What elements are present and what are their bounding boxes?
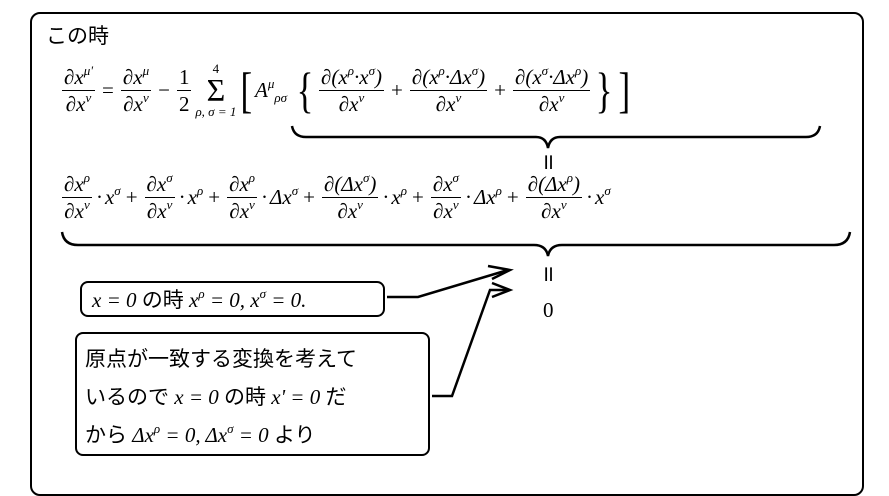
numerator: ∂xρ — [62, 170, 92, 198]
factor: Δxρ — [473, 183, 502, 209]
underbrace-line-2 — [60, 231, 852, 257]
derivative-fraction: ∂(Δxρ)∂xν — [525, 170, 582, 223]
derivative-fraction: ∂xσ∂xν — [144, 170, 175, 223]
vertical-equals: ॥ — [541, 149, 555, 174]
underbrace-line-1 — [290, 125, 822, 149]
dot-operator: · — [464, 185, 472, 209]
denominator: ∂xν — [541, 197, 567, 223]
denominator: ∂xν — [123, 89, 149, 116]
numerator: ∂xσ — [144, 170, 175, 198]
denominator: 2 — [178, 91, 190, 116]
factor: xρ — [187, 183, 204, 209]
plus-sign: + — [506, 185, 519, 209]
inner-fraction: ∂(xσ·Δxρ)∂xν — [512, 62, 591, 116]
term-fraction: ∂xμ∂xν — [120, 62, 152, 116]
plus-sign: + — [391, 77, 403, 102]
numerator: ∂xσ — [430, 170, 461, 198]
note-1-text: x = 0 の時 xρ = 0, xσ = 0. — [92, 286, 307, 312]
vertical-equals: ॥ — [541, 261, 555, 286]
note-2-line: から Δxρ = 0, Δxσ = 0 より — [85, 421, 316, 447]
numerator: ∂(xσ·Δxρ) — [512, 62, 591, 91]
plus-sign: + — [303, 185, 315, 209]
right-bracket: ] — [618, 62, 631, 118]
equals-sign: = — [102, 77, 114, 102]
numerator: ∂(Δxρ) — [525, 170, 582, 198]
factor: xσ — [595, 183, 611, 209]
plus-sign: + — [125, 185, 138, 209]
denominator: ∂xν — [146, 197, 173, 223]
left-bracket: [ — [240, 62, 253, 118]
numerator: ∂(xρ·xσ) — [319, 62, 384, 91]
plus-sign: + — [494, 77, 506, 102]
denominator: ∂xν — [538, 89, 565, 116]
note-2-line: 原点が一致する変換を考えて — [85, 347, 357, 371]
right-brace: } — [595, 62, 613, 118]
numerator: ∂(xρ·Δxσ) — [409, 62, 488, 91]
minus-sign: − — [158, 77, 170, 102]
numerator: ∂xμ' — [62, 62, 96, 91]
dot-operator: · — [95, 185, 103, 209]
left-brace: { — [296, 62, 314, 118]
denominator: ∂xν — [64, 197, 90, 223]
derivative-fraction: ∂(Δxσ)∂xν — [321, 170, 379, 223]
arrow-2 — [432, 288, 508, 398]
derivative-fraction: ∂xρ∂xν — [227, 170, 258, 223]
plus-sign: + — [412, 185, 424, 209]
plus-sign: + — [208, 185, 221, 209]
note-box-1: x = 0 の時 xρ = 0, xσ = 0. — [80, 281, 385, 317]
denominator: ∂xν — [229, 197, 255, 223]
arrow-1-head — [487, 264, 514, 281]
arrow-1 — [387, 268, 509, 299]
sum-lower: ρ, σ = 1 — [195, 104, 237, 119]
result-zero: 0 — [543, 298, 554, 322]
heading: この時 — [46, 24, 109, 48]
inner-fraction: ∂(xρ·Δxσ)∂xν — [409, 62, 488, 116]
derivative-fraction: ∂xσ∂xν — [430, 170, 461, 223]
note-2-line: いるので x = 0 の時 x' = 0 だ — [85, 385, 347, 409]
factor: xρ — [391, 183, 407, 209]
denominator: ∂xν — [435, 89, 462, 116]
coefficient: Aμρσ — [255, 75, 288, 105]
dot-operator: · — [382, 185, 390, 209]
sum-upper: 4 — [212, 61, 220, 76]
derivative-fraction: ∂xρ∂xν — [62, 170, 92, 223]
arrow-2-head — [491, 281, 514, 299]
numerator: ∂xρ — [227, 170, 258, 198]
dot-operator: · — [586, 185, 593, 209]
sigma-symbol: Σ — [206, 72, 226, 108]
factor: xσ — [104, 183, 121, 209]
braces-and-arrows — [60, 125, 852, 398]
lhs-fraction: ∂xμ'∂xν — [62, 62, 96, 116]
numerator: ∂xμ — [120, 62, 152, 91]
note-box-2: 原点が一致する変換を考えて いるので x = 0 の時 x' = 0 だ から … — [75, 332, 430, 456]
denominator: ∂xν — [338, 89, 365, 116]
numerator: ∂(Δxσ) — [321, 170, 379, 198]
inner-fraction: ∂(xρ·xσ)∂xν — [319, 62, 384, 116]
dot-operator: · — [178, 185, 186, 209]
factor: Δxσ — [270, 183, 299, 209]
denominator: ∂xν — [65, 89, 92, 116]
denominator: ∂xν — [433, 197, 459, 223]
equation-line-2: ∂xρ∂xν·xσ+∂xσ∂xν·xρ+∂xρ∂xν·Δxσ+∂(Δxσ)∂xν… — [60, 170, 611, 223]
numerator: 1 — [176, 64, 192, 91]
dot-operator: · — [261, 185, 269, 209]
denominator: ∂xν — [337, 197, 363, 223]
